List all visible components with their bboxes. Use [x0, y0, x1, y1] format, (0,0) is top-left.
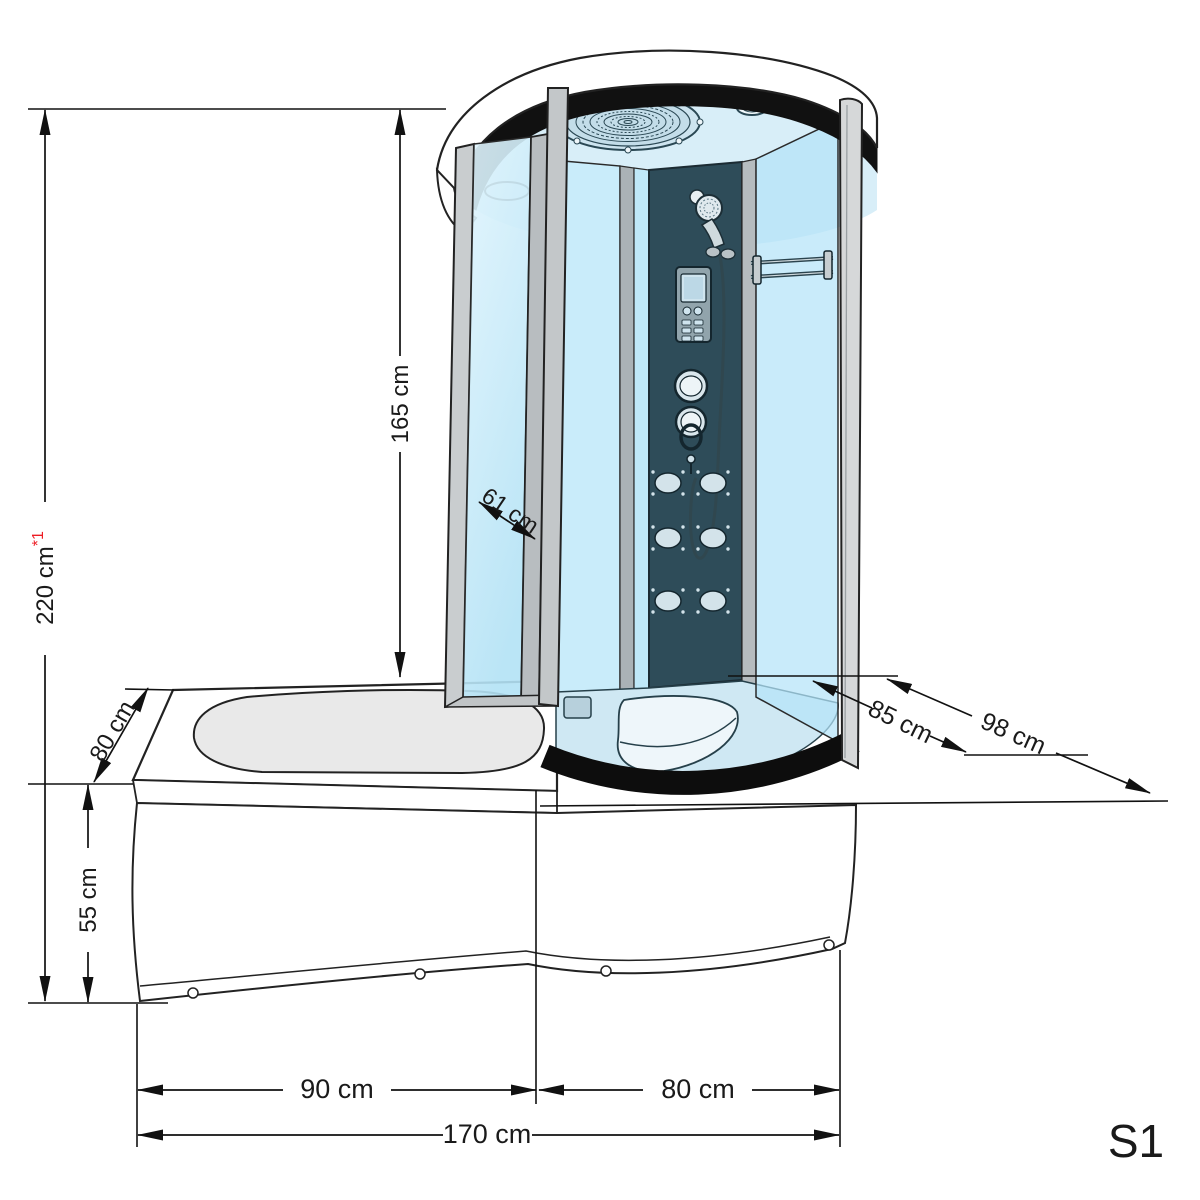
seat: [616, 695, 739, 773]
label-tub-width: 80 cm: [84, 696, 140, 766]
front-right-glass: [755, 118, 839, 744]
label-shower-section: 80 cm: [661, 1074, 735, 1104]
ext-tub-top-left: [124, 688, 175, 691]
base-band: [540, 730, 860, 795]
label-cabin-depth-outer: 98 cm: [976, 707, 1050, 760]
label-cabin-height: 165 cm: [387, 365, 414, 444]
right-outer-frame: [838, 97, 864, 770]
canopy-white-band: [435, 49, 879, 199]
apron-screw: [600, 965, 612, 977]
dim-total-height: 220 cm*1: [30, 109, 59, 1002]
mullion: [741, 158, 757, 699]
dim-total-length: 170 cm: [137, 1119, 840, 1149]
apron-seam: [139, 936, 831, 987]
apron-screw: [187, 987, 199, 999]
steam-outlet: [686, 454, 696, 474]
dim-tub-height: 55 cm: [75, 784, 102, 1003]
label-cabin-depth-inner: 85 cm: [864, 694, 937, 749]
tub-basin: [192, 688, 546, 775]
thermostat-knob: [673, 368, 709, 404]
dim-tub-section: 90 cm: [137, 1074, 537, 1104]
mullion: [619, 165, 635, 691]
label-total-length: 170 cm: [443, 1119, 532, 1149]
corner-post: [537, 87, 570, 708]
label-tub-section: 90 cm: [300, 1074, 374, 1104]
label-tub-height: 55 cm: [75, 867, 102, 932]
control-panel: [675, 266, 712, 343]
shower-door: [443, 132, 557, 709]
ext-base-long: [539, 800, 1169, 807]
dim-cabin-height: 165 cm: [387, 109, 414, 678]
massage-jets: [651, 470, 730, 614]
label-total-height: 220 cm*1: [30, 531, 59, 625]
dim-shower-section: 80 cm: [538, 1074, 840, 1104]
apron-screw: [414, 968, 426, 980]
tub-apron: [131, 801, 858, 1003]
door-glass: [462, 136, 532, 705]
apron-screw: [823, 939, 835, 951]
back-glass-sliver: [633, 167, 650, 690]
towel-bar: [750, 250, 834, 285]
shower-cabin: [435, 49, 879, 795]
diverter-knob: [674, 405, 708, 451]
bathtub: [131, 679, 858, 1003]
variant-badge: S1: [1108, 1115, 1164, 1167]
drain-cover: [563, 696, 592, 719]
shower-tray: [555, 680, 839, 777]
